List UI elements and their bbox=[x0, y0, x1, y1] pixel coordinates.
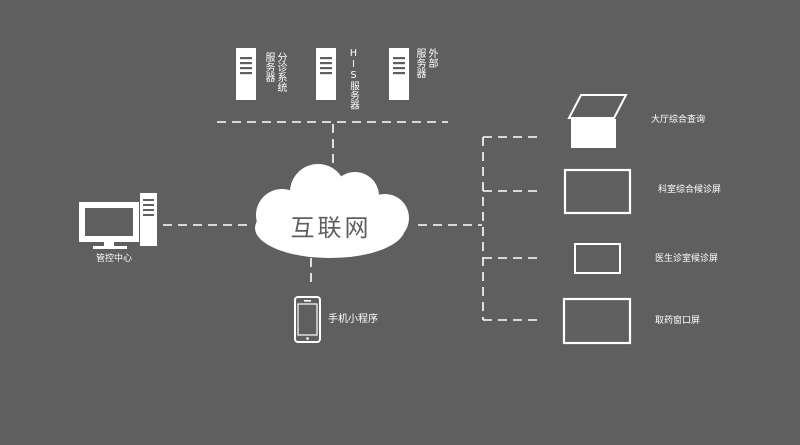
monitor-small-icon bbox=[574, 243, 621, 274]
monitor-icon bbox=[562, 297, 632, 345]
display-label-lobby-query: 大厅综合查询 bbox=[651, 115, 706, 125]
desktop-computer-icon bbox=[79, 193, 157, 249]
server-label-his: HIS服务器 bbox=[348, 48, 359, 110]
display-label-dept-waiting: 科室综合候诊屏 bbox=[658, 185, 722, 195]
display-label-doctor-waiting: 医生诊室候诊屏 bbox=[655, 254, 719, 264]
kiosk-icon bbox=[567, 94, 628, 148]
monitor-icon bbox=[563, 168, 632, 215]
server-label-triage-col2: 服务器 bbox=[263, 52, 274, 82]
management-label: 管控中心 bbox=[96, 254, 133, 264]
server-label-external-col1: 外部 bbox=[426, 48, 437, 68]
server-icon bbox=[389, 48, 409, 100]
server-label-triage-col1: 分诊系统 bbox=[275, 52, 286, 92]
smartphone-icon bbox=[294, 296, 321, 343]
mobile-label: 手机小程序 bbox=[328, 314, 378, 325]
display-label-pharmacy: 取药窗口屏 bbox=[655, 316, 701, 326]
connector-lines bbox=[163, 121, 543, 321]
server-icon bbox=[316, 48, 336, 100]
server-label-external-col2: 服务器 bbox=[414, 48, 425, 78]
server-icon bbox=[236, 48, 256, 100]
cloud-icon bbox=[255, 164, 409, 258]
cloud-label: 互联网 bbox=[291, 214, 372, 242]
